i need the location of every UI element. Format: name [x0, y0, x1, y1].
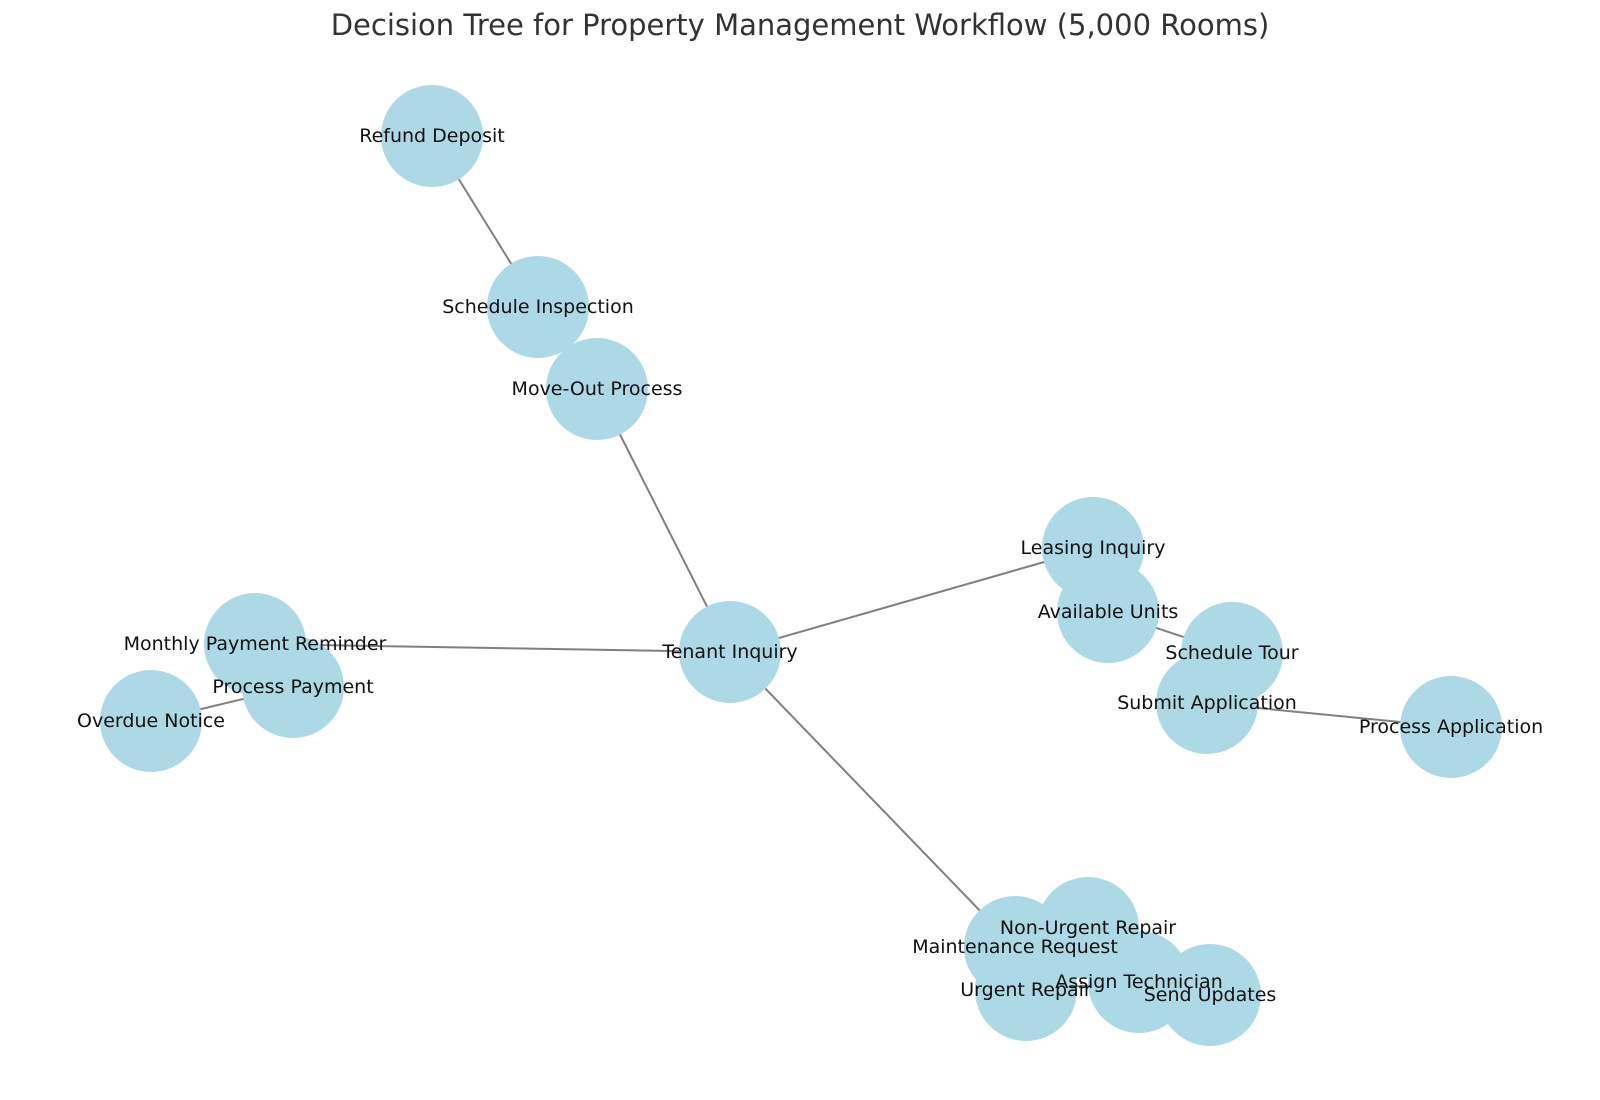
node-urgent-repair [975, 939, 1077, 1041]
edge-tenant-inquiry-monthly-payment-reminder [254, 643, 731, 653]
node-label-schedule-tour: Schedule Tour [1165, 642, 1298, 664]
figure-title: Decision Tree for Property Management Wo… [330, 8, 1270, 42]
node-label-assign-technician: Assign Technician [1055, 971, 1223, 993]
node-label-process-payment: Process Payment [212, 676, 373, 698]
node-label-monthly-payment-reminder: Monthly Payment Reminder [124, 633, 387, 655]
node-process-payment [242, 636, 344, 738]
node-overdue-notice [100, 670, 202, 772]
node-label-process-application: Process Application [1359, 716, 1543, 738]
node-label-non-urgent-repair: Non-Urgent Repair [1000, 917, 1176, 939]
node-label-submit-application: Submit Application [1117, 692, 1297, 714]
node-refund-deposit [381, 85, 483, 187]
node-label-schedule-inspection: Schedule Inspection [442, 296, 633, 318]
node-label-leasing-inquiry: Leasing Inquiry [1021, 537, 1166, 559]
node-label-maintenance-request: Maintenance Request [912, 936, 1118, 958]
node-send-updates [1159, 944, 1261, 1046]
node-label-refund-deposit: Refund Deposit [359, 125, 505, 147]
node-available-units [1057, 561, 1159, 663]
node-process-application [1400, 676, 1502, 778]
node-submit-application [1156, 652, 1258, 754]
edge-tenant-inquiry-leasing-inquiry [729, 547, 1094, 653]
node-label-send-updates: Send Updates [1144, 984, 1277, 1006]
node-label-overdue-notice: Overdue Notice [77, 710, 225, 732]
node-move-out-process [546, 338, 648, 440]
node-schedule-inspection [487, 256, 589, 358]
node-label-available-units: Available Units [1038, 601, 1179, 623]
node-label-urgent-repair: Urgent Repair [960, 979, 1092, 1001]
node-label-tenant-inquiry: Tenant Inquiry [661, 641, 797, 663]
node-tenant-inquiry [679, 601, 781, 703]
node-label-move-out-process: Move-Out Process [512, 378, 683, 400]
edge-tenant-inquiry-maintenance-request [729, 651, 1016, 948]
